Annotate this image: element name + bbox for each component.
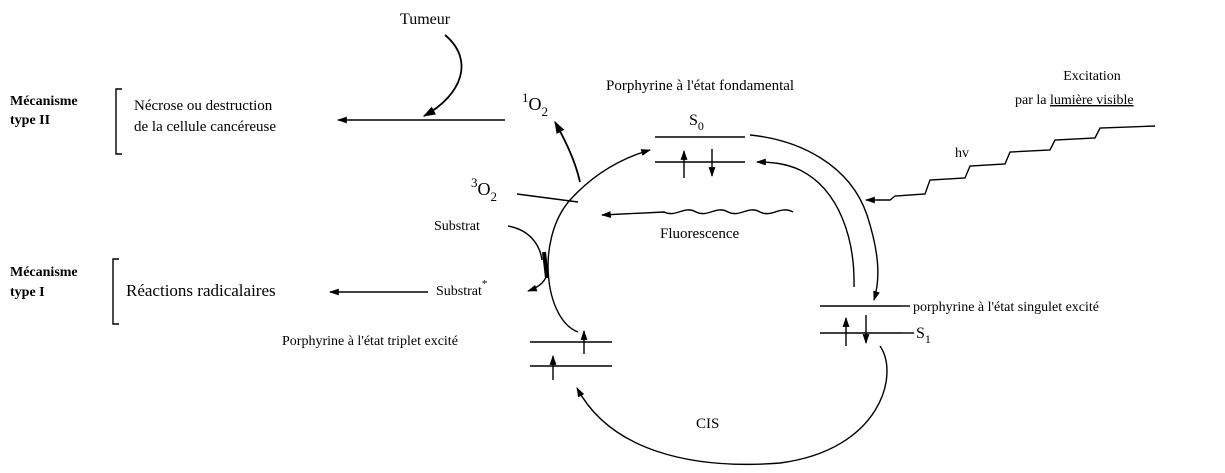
- substrat-star-label: Substrat*: [436, 278, 487, 299]
- hv-label: hv: [955, 146, 969, 161]
- s1-label: S1: [916, 325, 931, 346]
- mecanisme-1-line1: Mécanisme: [10, 265, 78, 280]
- fluorescence-label: Fluorescence: [660, 226, 739, 242]
- arrow-to-singlet-oxygen: [554, 120, 581, 183]
- necrose-line2: de la cellule cancéreuse: [134, 119, 276, 135]
- tumeur-label: Tumeur: [400, 11, 451, 28]
- triplet-oxygen-label: 3O2: [471, 175, 497, 204]
- excitation-line1: Excitation: [1063, 69, 1121, 84]
- mecanisme-2-line1: Mécanisme: [10, 94, 78, 109]
- cycle-left-arc: [547, 149, 651, 333]
- excitation-arc: [749, 134, 880, 301]
- necrose-line1: Nécrose ou destruction: [134, 98, 273, 114]
- bracket-type-2: [115, 88, 122, 155]
- substrat-line: [507, 225, 543, 261]
- cis-arc: [576, 345, 888, 466]
- singlet-oxygen-label: 1O2: [522, 90, 548, 119]
- substrat-label: Substrat: [434, 219, 480, 234]
- s0-label: S0: [689, 112, 704, 133]
- mecanisme-2-line2: type II: [10, 113, 50, 128]
- fluorescence-wave: [601, 209, 794, 218]
- light-wave: [865, 125, 1156, 204]
- mecanisme-1-line2: type I: [10, 285, 45, 300]
- excitation-line2: par la lumière visible: [1015, 93, 1134, 108]
- arrow-to-substrat-star: [527, 264, 548, 292]
- tumeur-arrow: [422, 34, 463, 117]
- triplet-excited-label: Porphyrine à l'état triplet excité: [282, 334, 458, 349]
- reactions-label: Réactions radicalaires: [126, 281, 276, 300]
- relaxation-arc: [756, 158, 855, 288]
- singlet-excited-label: porphyrine à l'état singulet excité: [913, 300, 1099, 315]
- ground-state-label: Porphyrine à l'état fondamental: [606, 78, 794, 94]
- cis-label: CIS: [696, 416, 719, 432]
- bracket-type-1: [112, 258, 119, 325]
- triplet-oxygen-line: [516, 193, 579, 203]
